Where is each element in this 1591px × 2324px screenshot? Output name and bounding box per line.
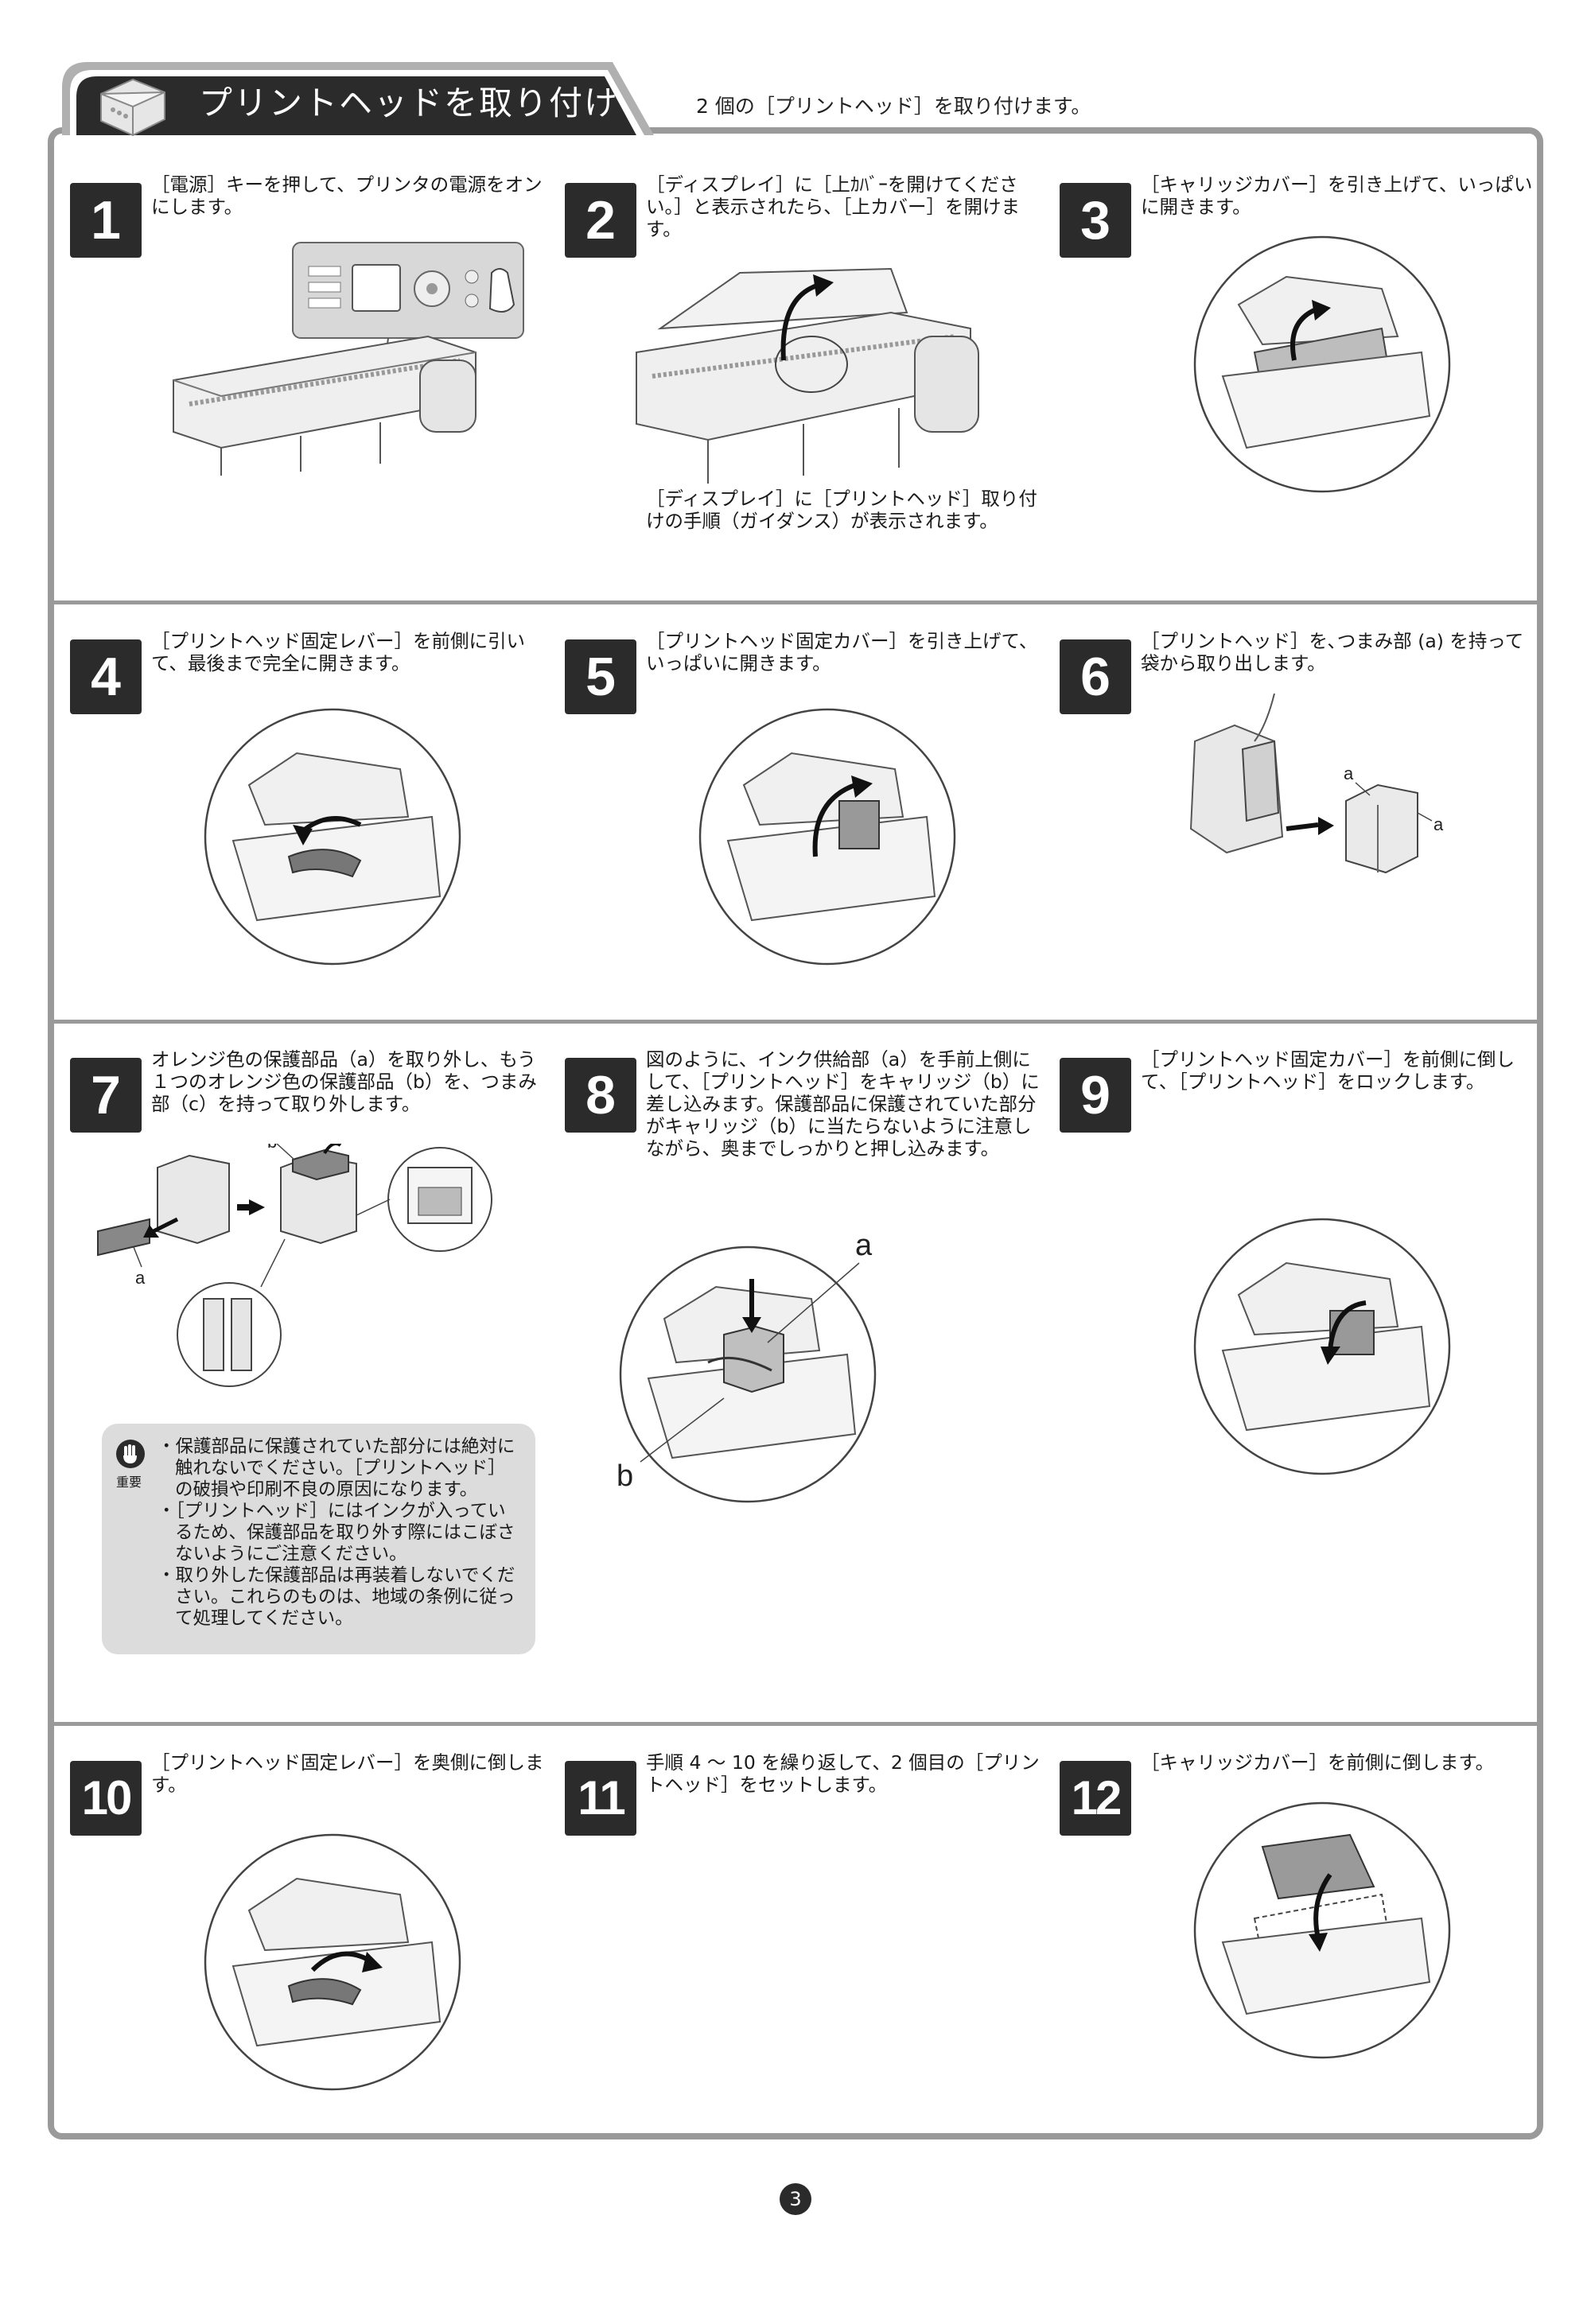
- step-number: 4: [70, 639, 142, 714]
- step-number: 1: [70, 183, 142, 258]
- hand-stop-icon: [116, 1440, 145, 1468]
- label-a: a: [135, 1268, 146, 1288]
- important-item: ・取り外した保護部品は再装着しないでください。これらのものは、地域の条例に従って…: [158, 1565, 515, 1629]
- step-number: 10: [70, 1761, 142, 1836]
- step-number: 12: [1060, 1761, 1131, 1836]
- step-number: 2: [565, 183, 636, 258]
- step-number: 8: [565, 1058, 636, 1133]
- label-a: a: [1344, 764, 1354, 783]
- step-number: 7: [70, 1058, 142, 1133]
- step-text: 図のように、インク供給部（a）を手前上側にして、［プリントヘッド］をキャリッジ（…: [646, 1048, 1040, 1160]
- step-text: 手順 4 ～ 10 を繰り返して、2 個目の［プリントヘッド］をセットします。: [646, 1751, 1040, 1796]
- page-title: プリントヘッドを取り付ける: [199, 84, 620, 170]
- step-7: 7 オレンジ色の保護部品（a）を取り外し、もう１つのオレンジ色の保護部品（b）を…: [70, 1048, 547, 1685]
- step-text: ［プリントヘッド固定レバー］を前側に引いて、最後まで完全に開きます。: [151, 630, 525, 674]
- head-cover-open-illustration: [698, 708, 956, 966]
- step-number: 5: [565, 639, 636, 714]
- page-subtitle: 2 個の［プリントヘッド］を取り付けます。: [696, 95, 1091, 118]
- row-divider: [54, 1020, 1537, 1024]
- head-cover-lock-illustration: [1193, 1218, 1451, 1475]
- label-b: b: [617, 1459, 633, 1493]
- step-text: ［電源］キーを押して、プリンタの電源をオンにします。: [151, 173, 543, 218]
- section-header-tab: プリントヘッドを取り付ける: [56, 56, 660, 170]
- step-number: 6: [1060, 639, 1131, 714]
- important-note: 重要 ・保護部品に保護されていた部分には絶対に触れないでください。［プリントヘッ…: [102, 1424, 535, 1654]
- printhead-unbag-illustration: a a: [1189, 694, 1444, 874]
- printhead-icon: [100, 78, 165, 137]
- step-text: ［プリントヘッド固定カバー］を引き上げて、いっぱいに開きます。: [646, 630, 1038, 674]
- printhead-insert-illustration: a b: [617, 1229, 877, 1503]
- printer-open-cover-illustration: [636, 267, 979, 484]
- important-item: ・保護部品に保護されていた部分には絶対に触れないでください。［プリントヘッド］の…: [158, 1436, 515, 1500]
- step-text: オレンジ色の保護部品（a）を取り外し、もう１つのオレンジ色の保護部品（b）を、つ…: [151, 1048, 537, 1115]
- step-text: ［キャリッジカバー］を引き上げて、いっぱいに開きます。: [1141, 173, 1533, 218]
- step-text: ［プリントヘッド固定レバー］を奥側に倒します。: [151, 1751, 544, 1796]
- step-text: ［プリントヘッド固定カバー］を前側に倒して､［プリントヘッド］をロックします。: [1141, 1048, 1515, 1093]
- label-c: c: [325, 1144, 333, 1148]
- important-label: 重要: [115, 1475, 142, 1490]
- step-12: 12 ［キャリッジカバー］を前側に倒します。: [1060, 1751, 1537, 2324]
- step-4: 4 ［プリントヘッド固定レバー］を前側に引いて、最後まで完全に開きます。: [70, 630, 547, 1203]
- step-3: 3 ［キャリッジカバー］を引き上げて、いっぱいに開きます。: [1060, 173, 1537, 746]
- head-lever-open-illustration: [204, 708, 461, 966]
- step-1: 1 ［電源］キーを押して、プリンタの電源をオンにします。: [70, 173, 547, 746]
- step-8: 8 図のように、インク供給部（a）を手前上側にして、［プリントヘッド］をキャリッ…: [565, 1048, 1042, 1685]
- step-6: 6 ［プリントヘッド］を､つまみ部 (a) を持って袋から取り出します。 a a: [1060, 630, 1537, 1203]
- step-9: 9 ［プリントヘッド固定カバー］を前側に倒して､［プリントヘッド］をロックします…: [1060, 1048, 1537, 1685]
- printer-power-illustration: [173, 242, 524, 476]
- step-number: 11: [565, 1761, 636, 1836]
- step-2-note: ［ディスプレイ］に［プリントヘッド］取り付けの手順（ガイダンス）が表示されます。: [646, 488, 1037, 532]
- step-11: 11 手順 4 ～ 10 を繰り返して、2 個目の［プリントヘッド］をセットしま…: [565, 1751, 1042, 2324]
- protective-part-removal-illustration: a b c: [97, 1144, 492, 1387]
- label-a: a: [1433, 814, 1444, 834]
- step-text: ［プリントヘッド］を､つまみ部 (a) を持って袋から取り出します。: [1141, 630, 1524, 674]
- step-10: 10 ［プリントヘッド固定レバー］を奥側に倒します。: [70, 1751, 547, 2324]
- carriage-cover-close-illustration: [1193, 1801, 1451, 2059]
- page-number: 3: [780, 2183, 811, 2215]
- row-divider: [54, 1722, 1537, 1726]
- important-list: ・保護部品に保護されていた部分には絶対に触れないでください。［プリントヘッド］の…: [158, 1436, 523, 1630]
- step-text: ［ディスプレイ］に［上ｶﾊﾞｰを開けてください。］と表示されたら、［上カバー］を…: [646, 173, 1020, 240]
- step-number: 3: [1060, 183, 1131, 258]
- step-2: 2 ［ディスプレイ］に［上ｶﾊﾞｰを開けてください。］と表示されたら、［上カバー…: [565, 173, 1042, 746]
- row-divider: [54, 600, 1537, 604]
- head-lever-close-illustration: [204, 1833, 461, 2091]
- header-tab-shape: [62, 62, 654, 135]
- important-item: ・［プリントヘッド］にはインクが入っているため、保護部品を取り外す際にはこぼさな…: [158, 1501, 515, 1564]
- step-text: ［キャリッジカバー］を前側に倒します。: [1141, 1751, 1495, 1774]
- label-a: a: [855, 1229, 873, 1262]
- step-number: 9: [1060, 1058, 1131, 1133]
- carriage-cover-open-illustration: [1193, 235, 1451, 493]
- label-b: b: [267, 1144, 277, 1152]
- step-5: 5 ［プリントヘッド固定カバー］を引き上げて、いっぱいに開きます。: [565, 630, 1042, 1203]
